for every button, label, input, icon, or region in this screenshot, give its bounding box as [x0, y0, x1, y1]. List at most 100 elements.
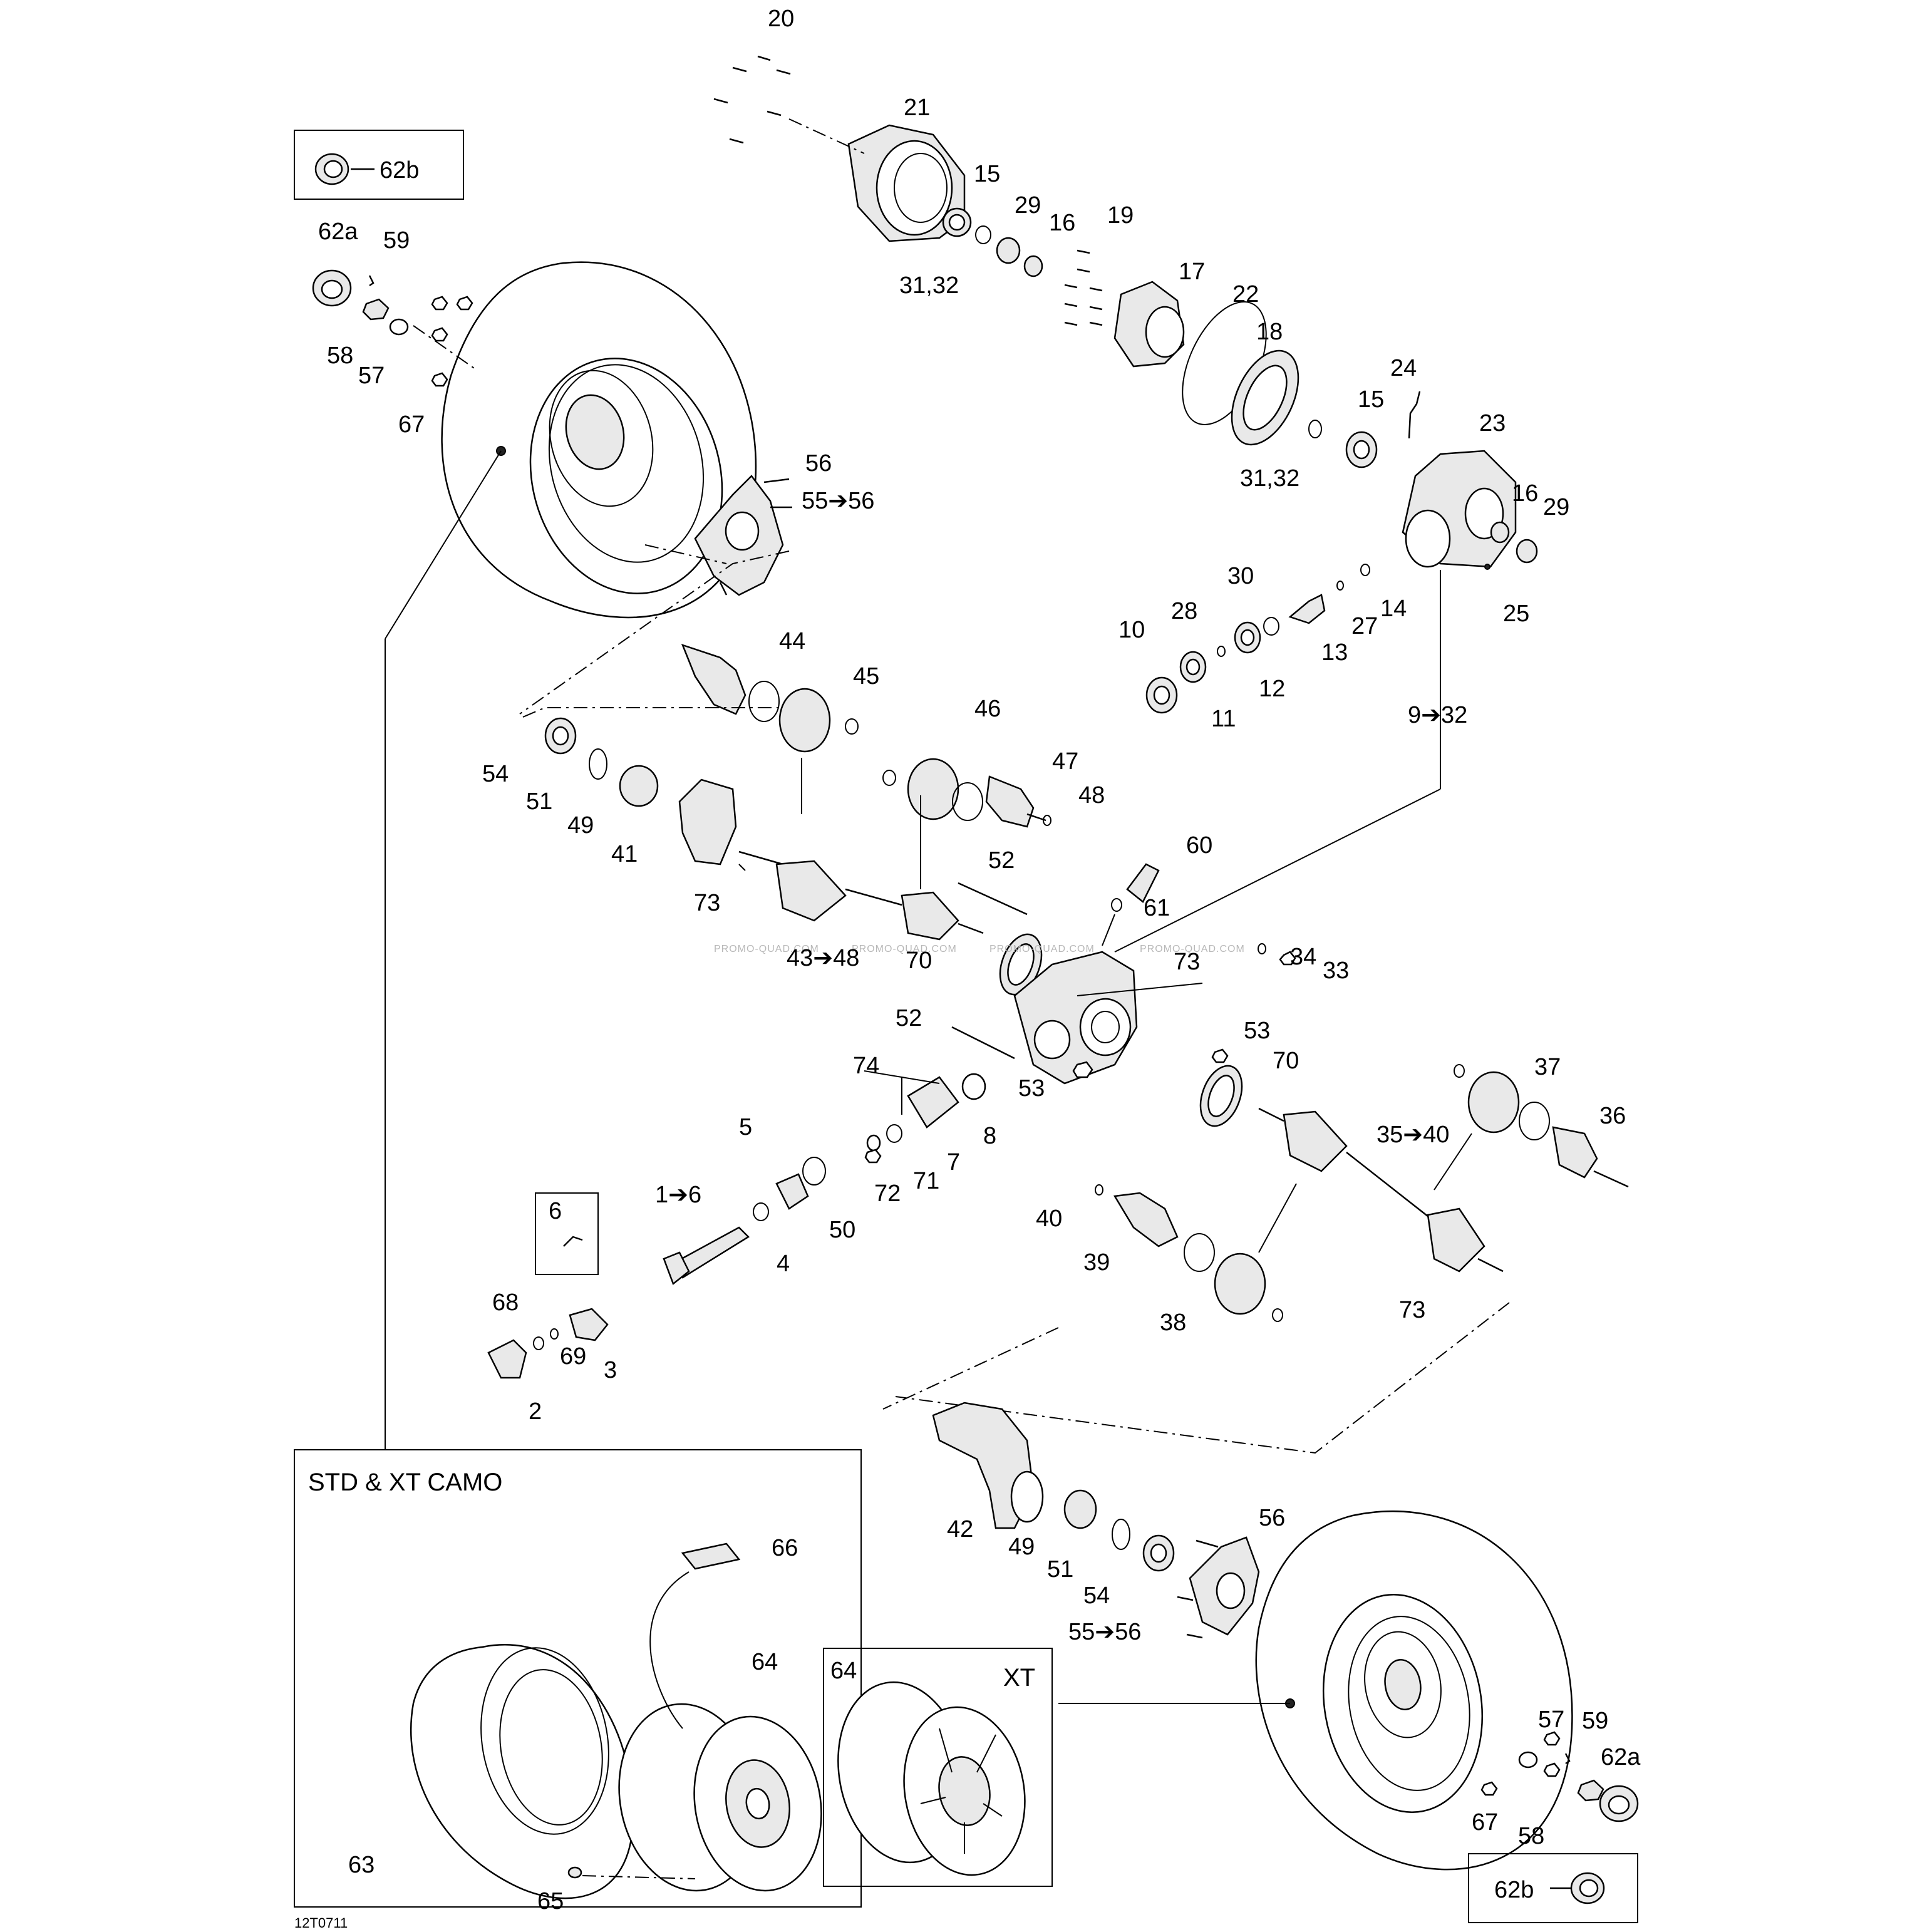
callout-39: 39 — [1083, 1249, 1110, 1276]
xt-title: XT — [1003, 1664, 1035, 1692]
pinion-parts — [1145, 564, 1370, 714]
callout-73c: 73 — [1399, 1297, 1425, 1323]
sensor-66 — [649, 1542, 741, 1729]
bolts-20 — [713, 55, 791, 144]
callout-27: 27 — [1351, 613, 1378, 639]
callout-52b: 52 — [896, 1005, 922, 1031]
wheel-hub-bottom — [1177, 1536, 1260, 1639]
cap-62b-bottom-icon — [1570, 1872, 1605, 1904]
watermark-3: PROMO-QUAD.COM — [989, 944, 1095, 954]
diagram-code: 12T0711 — [294, 1915, 348, 1931]
wheel-nut-stack-bottom — [1480, 1731, 1639, 1822]
housing-21 — [788, 118, 966, 242]
callout-15b: 15 — [1358, 386, 1384, 413]
callout-54-top: 54 — [482, 761, 509, 787]
callout-72: 72 — [874, 1180, 901, 1207]
inset-6 — [535, 1192, 599, 1275]
callout-50: 50 — [829, 1217, 855, 1243]
callout-31-32a: 31,32 — [899, 272, 959, 299]
callout-67-bottom: 67 — [1472, 1809, 1498, 1836]
callout-58-bottom: 58 — [1518, 1823, 1544, 1849]
callout-62a-bottom: 62a — [1601, 1744, 1641, 1770]
pin-52 — [951, 882, 1028, 1060]
callout-5: 5 — [739, 1114, 752, 1140]
housing-23 — [1308, 391, 1538, 570]
callout-55-56-bottom: 55➔56 — [1068, 1619, 1141, 1645]
callout-31-32b: 31,32 — [1240, 465, 1299, 492]
callout-57-top: 57 — [358, 363, 385, 389]
callout-3: 3 — [604, 1357, 617, 1383]
std-xt-camo-box — [294, 1449, 862, 1908]
boot-kit-37 — [1454, 1064, 1550, 1140]
watermark-1: PROMO-QUAD.COM — [714, 944, 819, 954]
callout-53a: 53 — [1244, 1018, 1270, 1044]
callout-67-top: 67 — [398, 411, 425, 438]
callout-43-48: 43➔48 — [787, 945, 859, 971]
dash-lower-b — [882, 1327, 1059, 1410]
callout-74: 74 — [853, 1053, 879, 1079]
callout-60: 60 — [1186, 832, 1212, 859]
watermark-2: PROMO-QUAD.COM — [852, 944, 957, 954]
callout-6: 6 — [549, 1198, 562, 1224]
callout-64b: 64 — [830, 1658, 857, 1684]
callout-71: 71 — [913, 1168, 939, 1194]
callout-1-6: 1➔6 — [655, 1182, 701, 1208]
small-34-33 — [1211, 943, 1296, 1063]
boot-kit-45 — [748, 681, 859, 753]
callout-25: 25 — [1503, 601, 1529, 627]
callout-46: 46 — [974, 696, 1001, 722]
callout-12: 12 — [1259, 676, 1285, 702]
watermark-4: PROMO-QUAD.COM — [1140, 944, 1245, 954]
callout-29a: 29 — [1015, 192, 1041, 219]
rim-64-xt — [837, 1681, 1026, 1876]
callout-48: 48 — [1078, 782, 1105, 808]
callout-51-bottom: 51 — [1047, 1556, 1073, 1583]
callout-41: 41 — [611, 841, 638, 867]
callout-65: 65 — [537, 1888, 564, 1914]
callout-19: 19 — [1107, 202, 1134, 229]
callout-36: 36 — [1599, 1103, 1626, 1129]
callout-44: 44 — [779, 628, 805, 654]
callout-62a-top: 62a — [318, 219, 358, 245]
callout-16b: 16 — [1512, 480, 1538, 507]
xt-box — [823, 1648, 1053, 1887]
axle-35 — [1258, 1107, 1504, 1273]
cv-44 — [681, 643, 746, 715]
callout-2: 2 — [529, 1398, 542, 1425]
callout-47: 47 — [1052, 748, 1078, 775]
callout-57-bottom: 57 — [1538, 1707, 1564, 1733]
callout-28: 28 — [1171, 598, 1197, 624]
front-differential-housing — [1013, 951, 1138, 1085]
callout-labels: 20 21 15 29 16 19 31,32 17 22 18 24 15 3… — [318, 6, 1641, 1914]
callout-14: 14 — [1380, 596, 1407, 622]
callout-62b-bottom: 62b — [1494, 1877, 1534, 1903]
inset-62b-top — [294, 130, 464, 200]
yoke-parts — [487, 1308, 609, 1379]
callout-64a: 64 — [752, 1649, 778, 1675]
cap-62b-icon — [314, 153, 349, 185]
callout-70b: 70 — [1273, 1048, 1299, 1074]
callout-22: 22 — [1232, 281, 1259, 307]
inset-62b-bottom — [1468, 1853, 1638, 1923]
callout-58-top: 58 — [327, 343, 353, 369]
seal-18 — [1231, 349, 1299, 446]
callout-56-top: 56 — [805, 450, 832, 477]
callout-59-bottom: 59 — [1582, 1708, 1608, 1734]
knuckle-42 — [932, 1402, 1175, 1572]
tire-63 — [410, 1644, 634, 1899]
wheel-tire-right — [1058, 1510, 1573, 1871]
seal-70-top — [999, 933, 1043, 996]
leader-9-32-b — [1114, 788, 1441, 953]
cv-39-38 — [1095, 1133, 1472, 1322]
callout-7: 7 — [947, 1149, 960, 1175]
callout-4: 4 — [777, 1251, 790, 1277]
callout-45: 45 — [853, 663, 879, 690]
callout-73b: 73 — [1174, 949, 1200, 975]
callout-29b: 29 — [1543, 494, 1569, 520]
callout-37: 37 — [1534, 1054, 1561, 1080]
dash-lower — [895, 1302, 1510, 1454]
callout-21: 21 — [904, 95, 930, 121]
callout-62b-top: 62b — [380, 157, 419, 183]
callout-66: 66 — [772, 1535, 798, 1561]
rim-64 — [618, 1703, 822, 1892]
